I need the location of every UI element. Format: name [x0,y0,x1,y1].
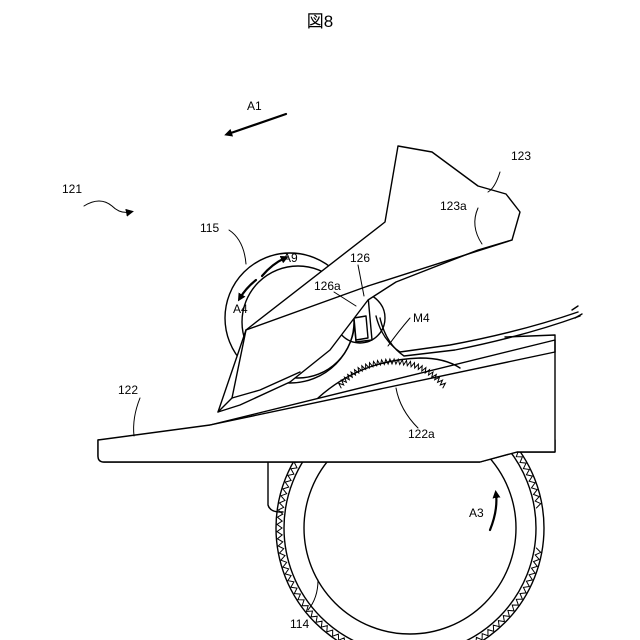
label-122a: 122a [408,427,435,441]
arrow-a1 [228,114,286,134]
label-123: 123 [511,149,531,163]
label-m4: M4 [413,311,430,325]
label-a4: A4 [233,302,248,316]
label-122: 122 [118,383,138,397]
label-126a: 126a [314,279,341,293]
label-a3: A3 [469,506,484,520]
base-122 [98,335,555,462]
label-a9: A9 [283,251,298,265]
figure-title: 図8 [307,12,333,31]
label-a1: A1 [247,99,262,113]
label-123a: 123a [440,199,467,213]
label-126: 126 [350,251,370,265]
arrow-a9 [262,258,285,276]
label-121: 121 [62,182,82,196]
label-115: 115 [200,221,219,235]
arrow-a3 [490,494,496,530]
label-114: 114 [290,617,309,631]
